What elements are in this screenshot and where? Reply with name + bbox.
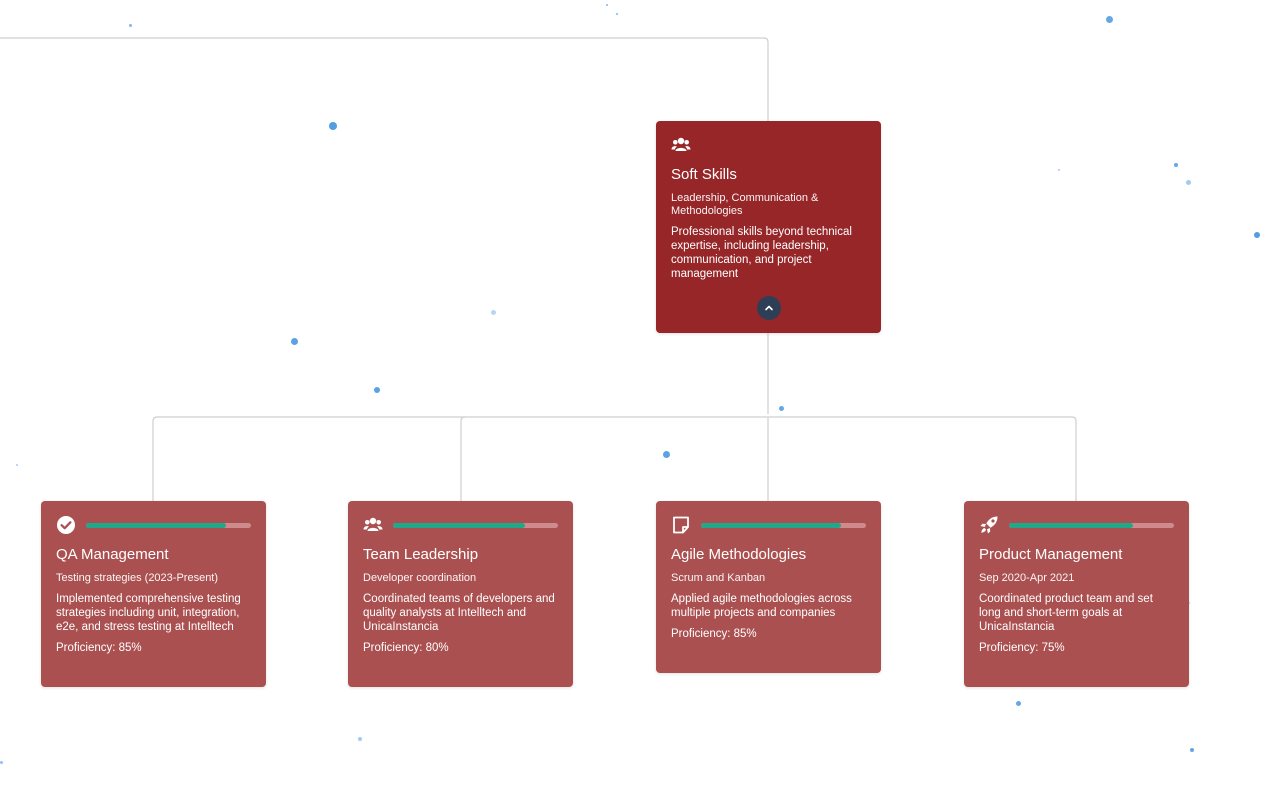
proficiency-label: Proficiency: 85% xyxy=(671,628,757,640)
card-subtitle: Leadership, Communication & Methodologie… xyxy=(671,192,819,217)
connector-from-parent xyxy=(0,37,769,121)
skill-card-qa-management[interactable]: QA Management Testing strategies (2023-P… xyxy=(41,501,266,687)
rocket-icon xyxy=(979,515,999,535)
particle xyxy=(616,13,618,15)
particle xyxy=(1058,169,1060,171)
proficiency-fill xyxy=(393,522,525,528)
card-header xyxy=(979,515,1174,535)
card-header xyxy=(363,515,558,535)
card-description: Professional skills beyond technical exp… xyxy=(671,226,852,280)
card-title: Soft Skills xyxy=(671,166,737,183)
card-title: Product Management xyxy=(979,546,1123,563)
particle xyxy=(374,387,380,393)
proficiency-label: Proficiency: 85% xyxy=(56,642,142,654)
skill-card-agile-methodologies[interactable]: Agile Methodologies Scrum and Kanban App… xyxy=(656,501,881,673)
card-title: QA Management xyxy=(56,546,169,563)
card-title: Agile Methodologies xyxy=(671,546,807,563)
card-description: Coordinated teams of developers and qual… xyxy=(363,593,555,633)
particle xyxy=(0,761,3,764)
card-subtitle: Developer coordination xyxy=(363,572,477,584)
card-subtitle: Sep 2020-Apr 2021 xyxy=(979,572,1075,584)
proficiency-label: Proficiency: 80% xyxy=(363,642,449,654)
proficiency-bar xyxy=(701,522,866,528)
chevron-up-icon xyxy=(764,305,773,311)
particle xyxy=(358,737,362,741)
card-header xyxy=(671,515,866,535)
card-description: Implemented comprehensive testing strate… xyxy=(56,593,241,633)
particle xyxy=(129,24,132,27)
users-icon xyxy=(671,135,691,155)
particle xyxy=(16,464,18,466)
particle xyxy=(663,451,670,458)
particle xyxy=(1186,180,1191,185)
card-title: Team Leadership xyxy=(363,546,479,563)
particle xyxy=(1254,232,1260,238)
proficiency-bar xyxy=(86,522,251,528)
card-header xyxy=(671,135,866,155)
proficiency-bar xyxy=(393,522,558,528)
users-icon xyxy=(363,515,383,535)
skill-card-team-leadership[interactable]: Team Leadership Developer coordination C… xyxy=(348,501,573,687)
card-subtitle: Scrum and Kanban xyxy=(671,572,766,584)
connector-horizontal xyxy=(152,416,1077,501)
card-description: Coordinated product team and set long an… xyxy=(979,593,1153,633)
proficiency-fill xyxy=(701,522,842,528)
particle xyxy=(606,4,608,6)
particle xyxy=(329,122,337,130)
particle xyxy=(1016,701,1021,706)
card-subtitle: Testing strategies (2023-Present) xyxy=(56,572,219,584)
particle xyxy=(1188,602,1190,604)
particle xyxy=(779,406,784,411)
card-description: Applied agile methodologies across multi… xyxy=(671,593,852,619)
particle xyxy=(491,310,496,315)
card-header xyxy=(56,515,251,535)
proficiency-bar xyxy=(1009,522,1174,528)
particle xyxy=(1174,163,1178,167)
sticky-note-icon xyxy=(671,515,691,535)
proficiency-fill xyxy=(86,522,227,528)
proficiency-fill xyxy=(1009,522,1133,528)
check-circle-icon xyxy=(56,515,76,535)
proficiency-label: Proficiency: 75% xyxy=(979,642,1065,654)
collapse-button[interactable] xyxy=(756,296,781,320)
particle xyxy=(1190,748,1194,752)
particle xyxy=(291,338,298,345)
connector-child-2 xyxy=(460,416,466,501)
skill-card-product-management[interactable]: Product Management Sep 2020-Apr 2021 Coo… xyxy=(964,501,1189,687)
skill-card-soft-skills[interactable]: Soft Skills Leadership, Communication & … xyxy=(656,121,881,333)
particle xyxy=(1106,16,1113,23)
